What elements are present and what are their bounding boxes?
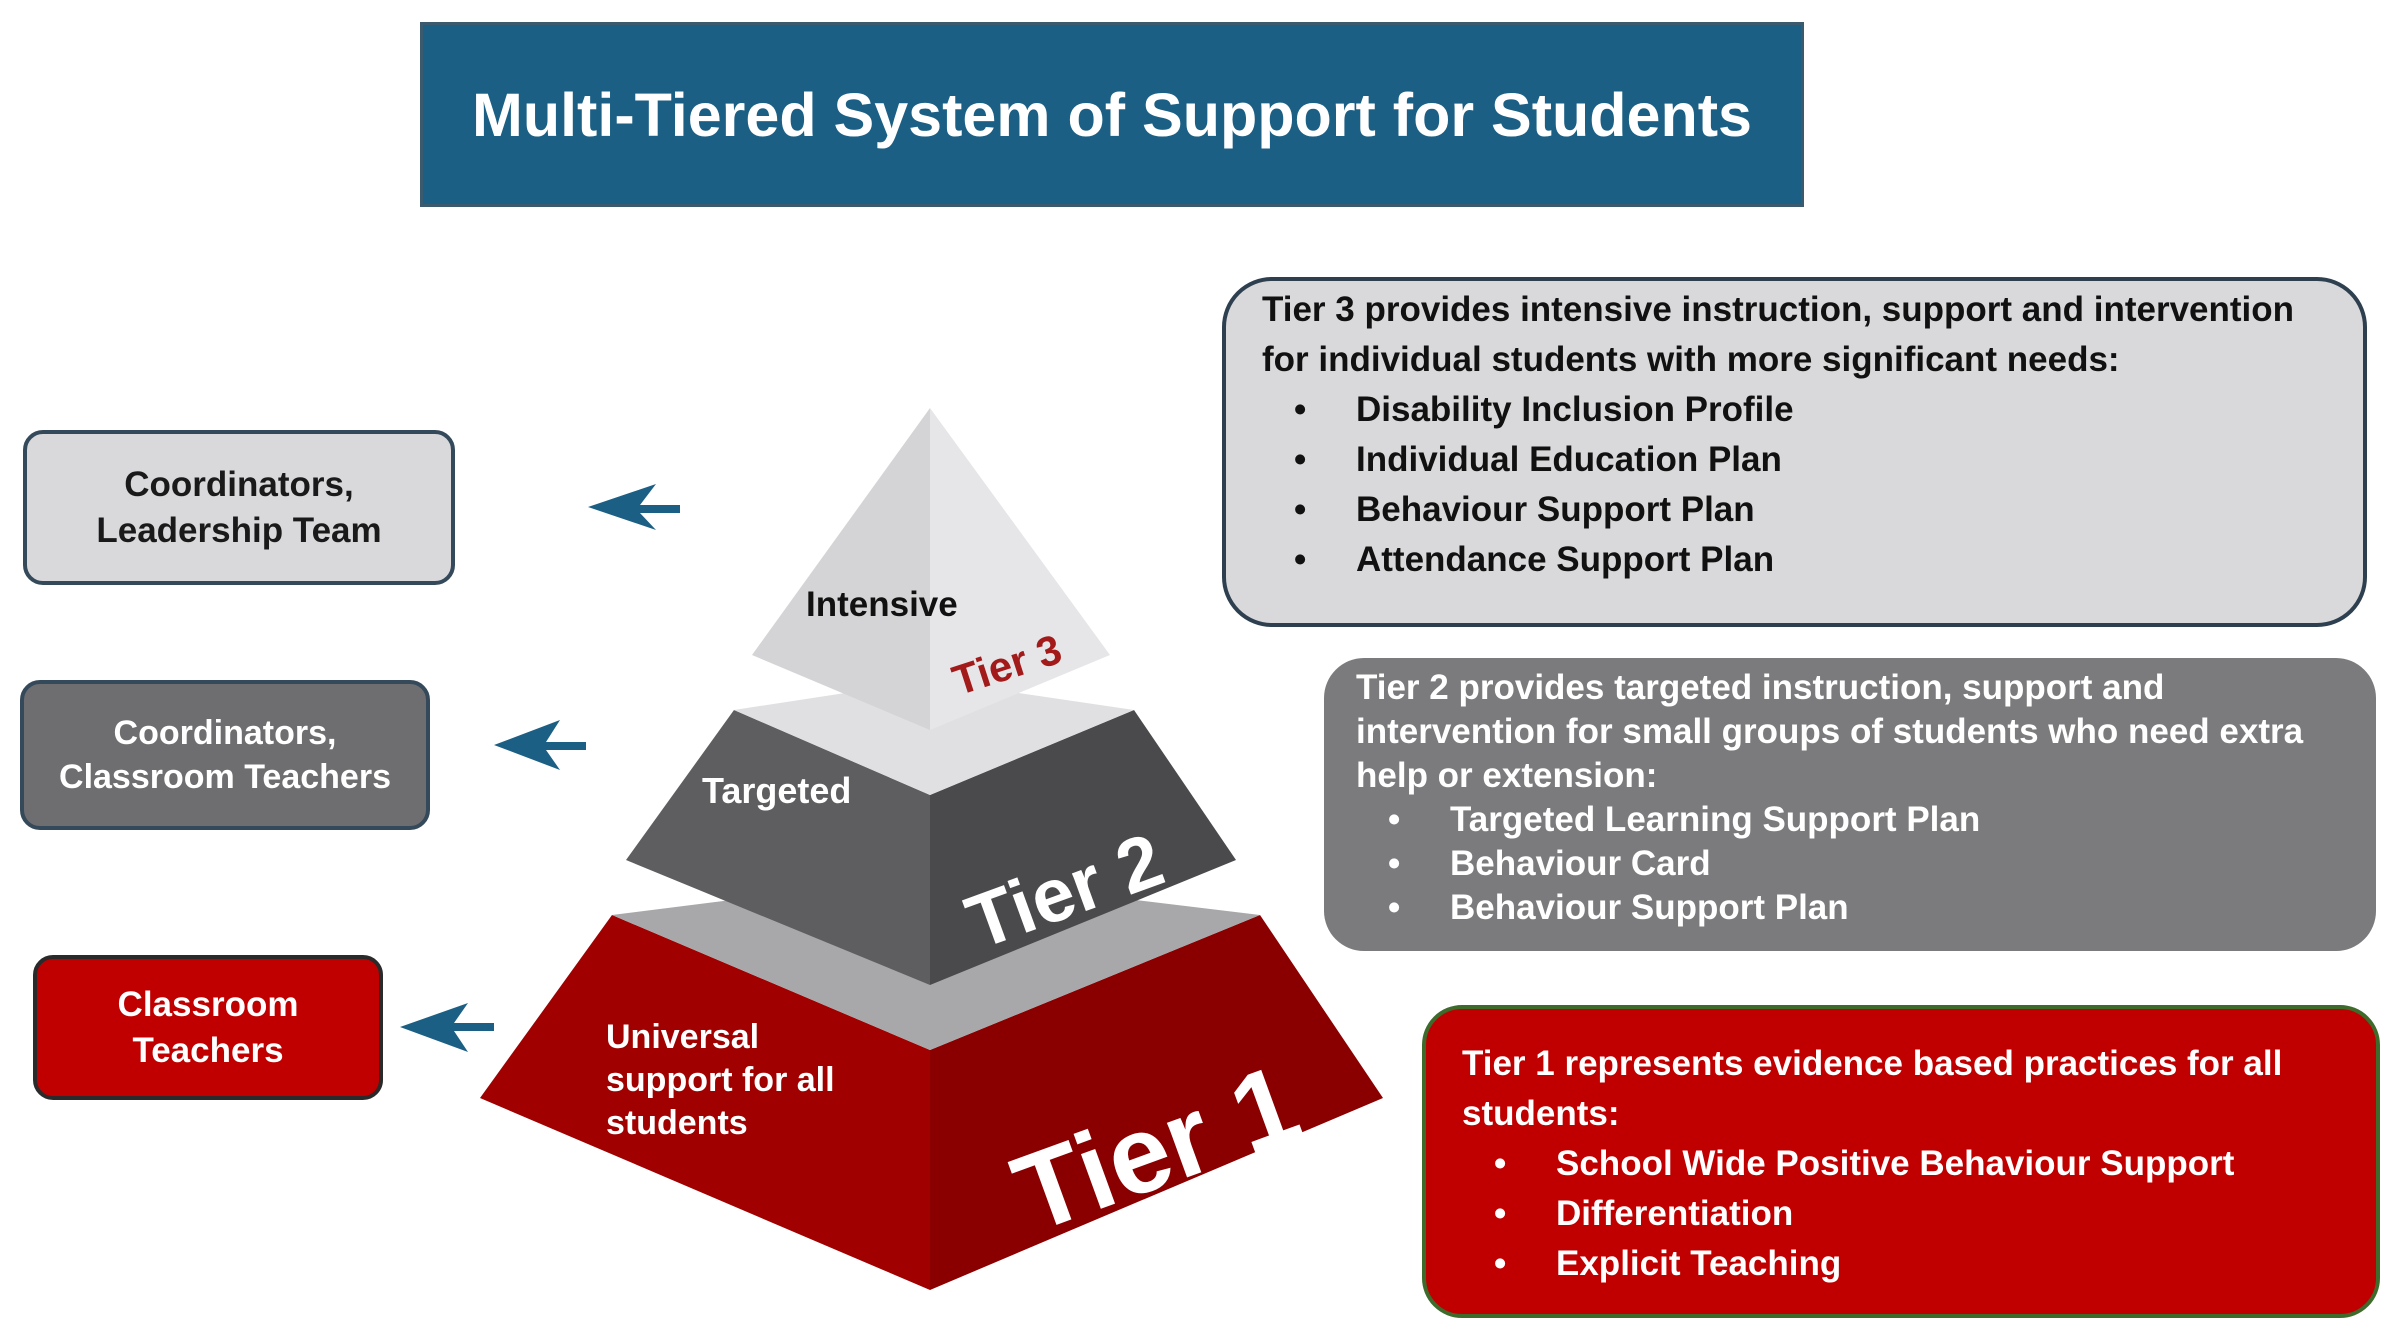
role-tier1-line1: Classroom [117, 985, 299, 1024]
tier2-description-list: Targeted Learning Support Plan Behaviour… [1356, 798, 2346, 930]
tier3-name: Intensive [806, 585, 958, 624]
tier3-description-box: Tier 3 provides intensive instruction, s… [1222, 277, 2367, 627]
tier1-description-intro: Tier 1 represents evidence based practic… [1462, 1044, 2283, 1133]
tier3-description-list: Disability Inclusion Profile Individual … [1262, 385, 2333, 585]
list-item: Behaviour Support Plan [1294, 485, 2333, 535]
diagram-title: Multi-Tiered System of Support for Stude… [472, 80, 1752, 149]
arrow-tier2-icon [494, 720, 586, 770]
role-box-tier1: Classroom Teachers [33, 955, 383, 1100]
list-item: Individual Education Plan [1294, 435, 2333, 485]
pyramid-tier3 [752, 408, 1110, 730]
tier1-description-list: School Wide Positive Behaviour Support D… [1462, 1139, 2346, 1289]
tier1-name-line1: Universal [606, 1018, 759, 1056]
tier2-name: Targeted [702, 770, 851, 811]
arrow-tier1-icon [400, 1003, 494, 1052]
list-item: Explicit Teaching [1494, 1239, 2346, 1289]
role-box-tier3: Coordinators, Leadership Team [23, 430, 455, 585]
arrow-tier3-icon [588, 484, 680, 530]
tier2-description-box: Tier 2 provides targeted instruction, su… [1324, 658, 2376, 951]
list-item: Disability Inclusion Profile [1294, 385, 2333, 435]
list-item: School Wide Positive Behaviour Support [1494, 1139, 2346, 1189]
title-banner: Multi-Tiered System of Support for Stude… [420, 22, 1804, 207]
role-tier3-line1: Coordinators, [124, 465, 354, 504]
tier3-description-intro: Tier 3 provides intensive instruction, s… [1262, 290, 2295, 379]
role-tier2-line2: Classroom Teachers [59, 758, 391, 796]
tier1-name-line3: students [606, 1104, 748, 1142]
pyramid-tier2 [626, 680, 1236, 985]
role-box-tier2: Coordinators, Classroom Teachers [20, 680, 430, 830]
role-tier2-line1: Coordinators, [113, 713, 337, 752]
role-tier1-line2: Teachers [132, 1030, 284, 1070]
list-item: Targeted Learning Support Plan [1388, 798, 2346, 842]
tier2-description-intro: Tier 2 provides targeted instruction, su… [1356, 668, 2304, 795]
list-item: Attendance Support Plan [1294, 535, 2333, 585]
list-item: Behaviour Support Plan [1388, 886, 2346, 930]
tier1-name-line2: support for all [606, 1061, 835, 1099]
role-tier3-line2: Leadership Team [96, 510, 382, 550]
list-item: Behaviour Card [1388, 842, 2346, 886]
tier1-description-box: Tier 1 represents evidence based practic… [1422, 1005, 2380, 1318]
list-item: Differentiation [1494, 1189, 2346, 1239]
